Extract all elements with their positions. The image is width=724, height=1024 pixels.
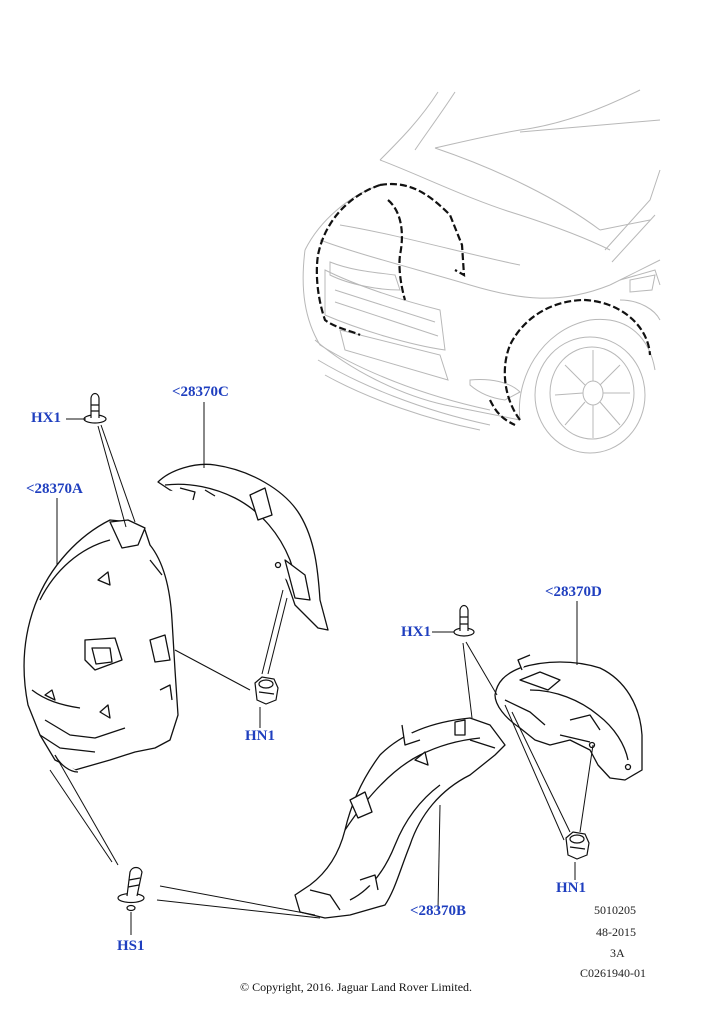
- callout-hn1-left[interactable]: HN1: [245, 728, 275, 744]
- reference-code-1: 5010205: [594, 903, 636, 917]
- callout-hn1-right[interactable]: HN1: [556, 880, 586, 896]
- reference-code-3: 3A: [610, 946, 625, 960]
- callout-hx1-right[interactable]: HX1: [401, 624, 431, 640]
- liner-28370d: [494, 654, 643, 781]
- liner-28370c: [157, 463, 329, 631]
- hn1-nut-right: [565, 831, 590, 860]
- callout-28370b[interactable]: <28370B: [410, 903, 467, 919]
- liner-28370b: [294, 717, 506, 919]
- vehicle-liner-highlight: [315, 182, 652, 426]
- callout-28370d[interactable]: <28370D: [545, 584, 602, 600]
- callout-28370a[interactable]: <28370A: [26, 481, 83, 497]
- vehicle-illustration: [302, 89, 661, 454]
- callout-hs1[interactable]: HS1: [117, 938, 145, 954]
- copyright-notice: © Copyright, 2016. Jaguar Land Rover Lim…: [239, 980, 473, 994]
- reference-code-2: 48-2015: [596, 925, 636, 939]
- hx1-clip-left: [83, 392, 107, 424]
- leader-lines: [49, 402, 594, 935]
- hs1-screw: [117, 866, 145, 912]
- callout-hx1-left[interactable]: HX1: [31, 410, 61, 426]
- liner-28370a: [23, 519, 179, 773]
- reference-code-4: C0261940-01: [580, 966, 646, 980]
- callout-28370c[interactable]: <28370C: [172, 384, 229, 400]
- hn1-nut-left: [254, 676, 279, 705]
- hx1-clip-right: [453, 604, 475, 637]
